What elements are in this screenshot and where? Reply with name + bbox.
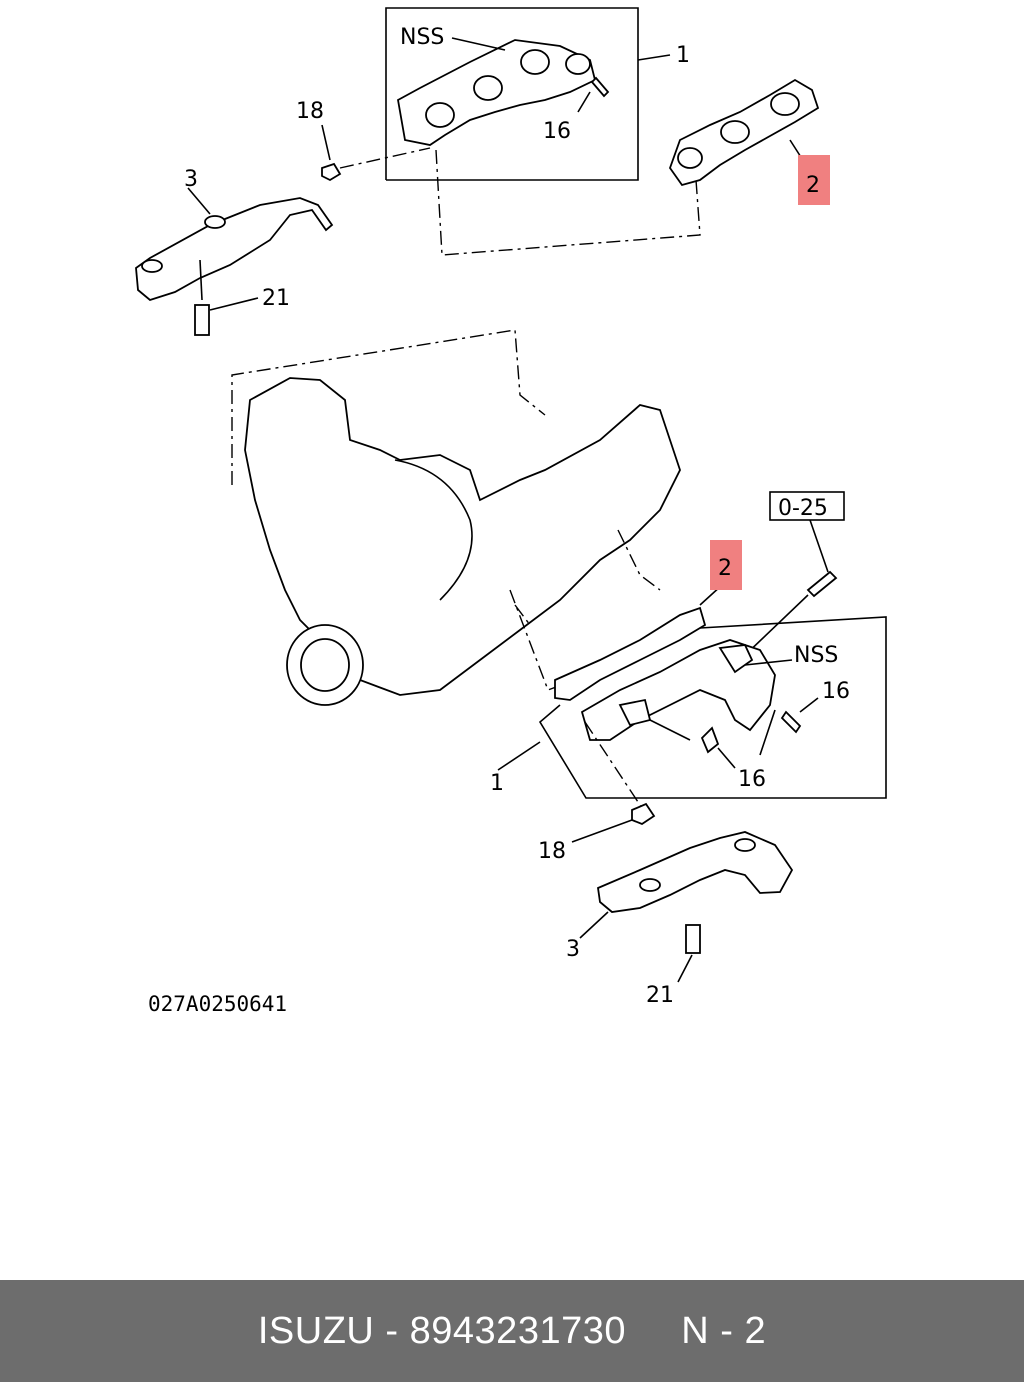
label-part-16-right: 16 xyxy=(822,679,850,704)
label-part-2-top: 2 xyxy=(806,173,820,198)
label-part-18-top: 18 xyxy=(296,99,324,124)
label-part-3-top: 3 xyxy=(184,167,198,192)
bottom-manifold-group xyxy=(497,616,887,843)
middle-gasket xyxy=(554,540,742,701)
label-nss-bottom: NSS xyxy=(794,643,838,668)
highlight-2-top xyxy=(798,155,830,205)
label-part-21-top: 21 xyxy=(262,286,290,311)
label-part-3-bottom: 3 xyxy=(566,937,580,962)
exploded-parts-diagram: NSS 1 16 18 2 3 21 0-25 2 NSS 16 1 16 18… xyxy=(135,7,887,1016)
footer-part-number: ISUZU - 8943231730 N - 2 xyxy=(257,1309,767,1352)
label-part-1-top: 1 xyxy=(676,43,690,68)
label-part-1-bottom: 1 xyxy=(490,771,504,796)
label-ref-0-25: 0-25 xyxy=(778,496,828,521)
engine-block xyxy=(231,329,681,706)
label-part-2-middle: 2 xyxy=(718,556,732,581)
label-part-18-bottom: 18 xyxy=(538,839,566,864)
bottom-heat-shield xyxy=(579,831,794,983)
highlight-2-middle xyxy=(710,540,742,590)
footer-bar: ISUZU - 8943231730 N - 2 xyxy=(0,1280,1024,1382)
label-nss-top: NSS xyxy=(400,25,444,50)
label-part-16-top: 16 xyxy=(543,119,571,144)
top-heat-shield xyxy=(135,187,334,336)
top-gasket xyxy=(668,78,830,205)
label-part-21-bottom: 21 xyxy=(646,983,674,1008)
label-part-16-bottom: 16 xyxy=(738,767,766,792)
top-manifold-group xyxy=(321,7,701,256)
diagram-code: 027A0250641 xyxy=(148,992,287,1016)
